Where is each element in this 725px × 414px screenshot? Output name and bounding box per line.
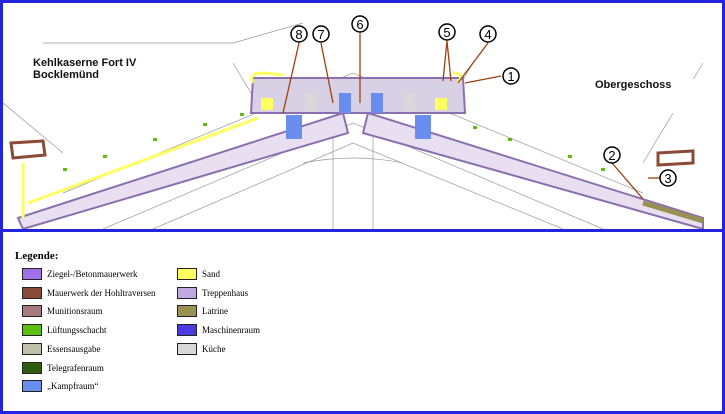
markers: 1 2 3 4 5 6 7 8 [290,15,677,187]
central-block [249,71,467,139]
marker-6: 6 [351,15,369,33]
marker-1: 1 [502,67,520,85]
legend-item: „Kampfraum“ [22,380,99,393]
legend-label: Munitionsraum [47,306,103,317]
legend-item: Küche [177,342,226,355]
plan-title-left: Kehlkaserne Fort IV Bocklemünd [25,51,151,109]
legend-label: Latrine [202,306,228,317]
legend-item: Munitionsraum [22,305,103,318]
legend-item: Latrine [177,305,228,318]
legend-swatch [22,324,42,337]
svg-text:1: 1 [507,69,514,84]
legend-label: Telegrafenraum [47,362,104,373]
legend-item: Lüftungsschacht [22,324,107,337]
legend-label: Sand [202,269,220,279]
title-line-1: Kehlkaserne Fort IV [33,57,137,69]
legend-swatch [22,342,42,355]
legend-item: Maschinenraum [177,324,260,337]
legend-swatch [177,324,197,337]
marker-8: 8 [290,25,308,43]
legend-label: Maschinenraum [202,325,260,336]
legend-item: Ziegel-/Betonmauerwerk [22,268,137,280]
legend-label: Essensausgabe [47,343,101,354]
legend-item: Essensausgabe [22,342,101,355]
marker-4: 4 [479,25,497,43]
legend-label: Lüftungsschacht [47,325,107,336]
legend-item: Mauerwerk der Hohltraversen [22,286,156,299]
svg-text:7: 7 [317,27,324,42]
background-lines [3,22,704,229]
legend-label: Küche [202,343,226,354]
legend-label: Ziegel-/Betonmauerwerk [47,269,138,279]
svg-text:8: 8 [295,27,302,42]
svg-text:5: 5 [443,25,450,40]
legend-swatch [177,342,197,355]
plan-title-right: Obergeschoss [583,79,705,113]
legend-item: Treppenhaus [177,286,249,299]
legend-swatch [177,286,197,299]
marker-7: 7 [312,25,330,43]
legend-swatch [177,268,197,280]
legend-swatch [22,361,42,374]
right-wing [361,111,704,229]
ventilation-shafts [63,113,605,171]
legend-title: Legende: [15,250,59,262]
legend-label: Mauerwerk der Hohltraversen [47,287,156,298]
svg-text:6: 6 [356,17,363,32]
legend-swatch [22,268,42,280]
legend-swatch [177,305,197,318]
title-line-2: Bocklemünd [33,69,100,81]
svg-text:3: 3 [664,171,671,186]
legend-item: Telegrafenraum [22,361,104,374]
left-wing [9,111,350,229]
divider [3,229,722,232]
legend-swatch [22,286,42,299]
svg-text:2: 2 [608,148,615,163]
marker-5: 5 [438,23,456,41]
marker-leaders [282,33,660,200]
marker-2: 2 [603,146,621,164]
legend-label: „Kampfraum“ [47,381,99,392]
marker-3: 3 [659,169,677,187]
legend-swatch [22,380,42,393]
svg-text:4: 4 [484,27,491,42]
legend-label: Treppenhaus [202,287,249,298]
legend-swatch [22,305,42,318]
legend-item: Sand [177,268,220,280]
floor-plan: 1 2 3 4 5 6 7 8 [3,15,704,229]
